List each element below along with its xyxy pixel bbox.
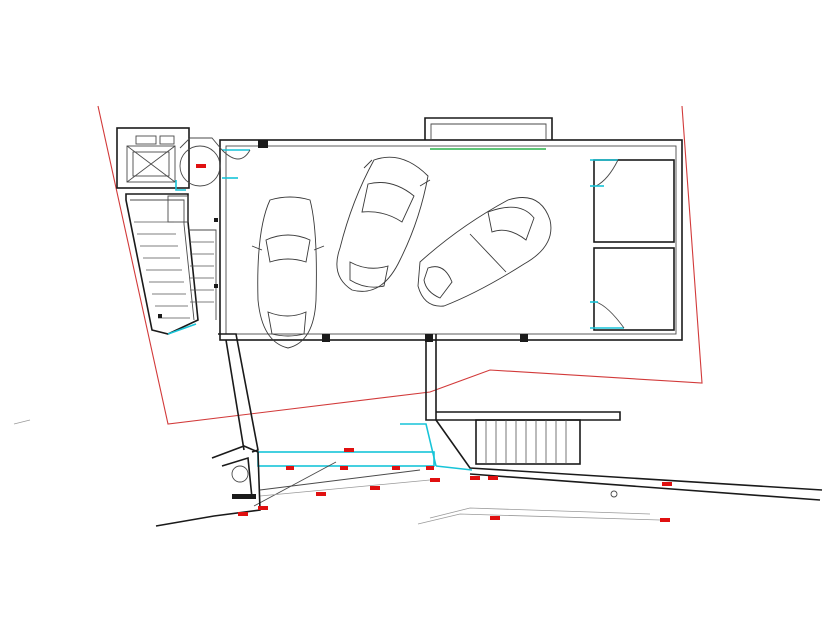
elevator-block: [116, 127, 223, 189]
car-right: [417, 197, 552, 307]
entry-vestibule: [253, 451, 435, 507]
car-left: [251, 196, 325, 349]
exterior-path: [13, 419, 618, 527]
car-middle: [336, 156, 431, 292]
garage-walls: [219, 117, 683, 342]
entrance-corridor: [218, 333, 823, 525]
property-boundary: [97, 105, 703, 425]
door-swings: [167, 149, 625, 335]
level-markers: [196, 164, 672, 522]
main-stairs: [125, 193, 218, 335]
